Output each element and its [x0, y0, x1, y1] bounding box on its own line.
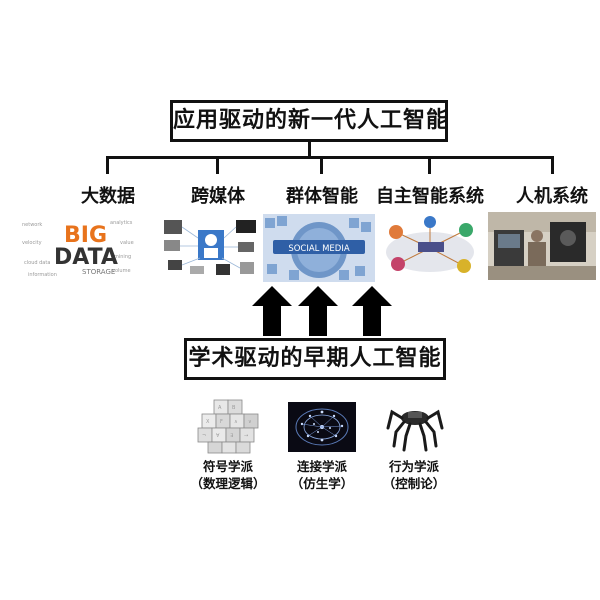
social-media-text: SOCIAL MEDIA [288, 244, 350, 254]
school-name-connectionism: 连接学派 [296, 459, 347, 474]
svg-text:→: → [244, 433, 248, 439]
category-label-autonomous-system: 自主智能系统 [376, 186, 484, 207]
cubes-icon: A B X F ∧ ∨ ¬ ∀ ∃ → [194, 398, 260, 454]
category-label-big-data: 大数据 [81, 186, 135, 207]
school-name-behaviorism: 行为学派 [388, 459, 439, 474]
storage-text: STORAGE [82, 268, 115, 276]
connector-drop-2 [216, 156, 219, 174]
school-sub-connectionism: （仿生学） [290, 476, 354, 491]
up-arrow-icon [298, 286, 338, 336]
big-text: BIG [64, 223, 107, 248]
svg-text:value: value [120, 240, 134, 246]
category-label-human-machine: 人机系统 [516, 186, 588, 207]
school-sub-symbolism: （数理逻辑） [190, 476, 266, 491]
svg-text:cloud data: cloud data [24, 260, 50, 266]
connector-drop-1 [106, 156, 109, 174]
data-text: DATA [54, 245, 118, 270]
autonomous-system-hub-icon [378, 212, 482, 280]
connector-drop-5 [551, 156, 554, 174]
top-title-box: 应用驱动的新一代人工智能 [170, 100, 448, 142]
svg-text:volume: volume [112, 268, 131, 274]
svg-text:∃: ∃ [230, 433, 233, 439]
svg-text:¬: ¬ [202, 433, 206, 439]
svg-text:∨: ∨ [248, 419, 252, 425]
mid-title-box: 学术驱动的早期人工智能 [184, 338, 446, 380]
svg-text:information: information [28, 272, 57, 278]
connector-bar [106, 156, 554, 159]
svg-text:network: network [22, 222, 42, 228]
school-name-symbolism: 符号学派 [202, 459, 253, 474]
svg-text:A: A [218, 405, 222, 411]
up-arrow-icon [352, 286, 392, 336]
svg-text:∧: ∧ [234, 419, 238, 425]
svg-text:B: B [232, 405, 236, 411]
svg-text:F: F [220, 419, 223, 425]
human-machine-scene-icon [488, 212, 596, 280]
svg-text:analytics: analytics [110, 220, 133, 226]
big-data-word-cloud-icon: network analytics cloud data volume veloci… [20, 214, 148, 280]
neural-brain-icon [288, 402, 356, 452]
school-label-behaviorism: 行为学派 （控制论） [374, 458, 454, 492]
category-label-cross-media: 跨媒体 [191, 186, 245, 207]
school-label-symbolism: 符号学派 （数理逻辑） [186, 458, 270, 492]
svg-text:velocity: velocity [22, 240, 42, 246]
svg-text:X: X [206, 419, 210, 425]
svg-text:∀: ∀ [216, 433, 220, 439]
school-label-connectionism: 连接学派 （仿生学） [282, 458, 362, 492]
category-label-swarm-intelligence: 群体智能 [286, 186, 358, 207]
up-arrow-icon [252, 286, 292, 336]
devices-network-collage-icon [160, 214, 260, 280]
svg-text:mining: mining [114, 254, 131, 260]
hexapod-robot-icon [384, 402, 446, 454]
connector-drop-4 [428, 156, 431, 174]
connector-drop-3 [320, 156, 323, 174]
connector-stem [308, 142, 311, 159]
social-media-globe-icon: SOCIAL MEDIA [263, 214, 375, 282]
school-sub-behaviorism: （控制论） [382, 476, 446, 491]
